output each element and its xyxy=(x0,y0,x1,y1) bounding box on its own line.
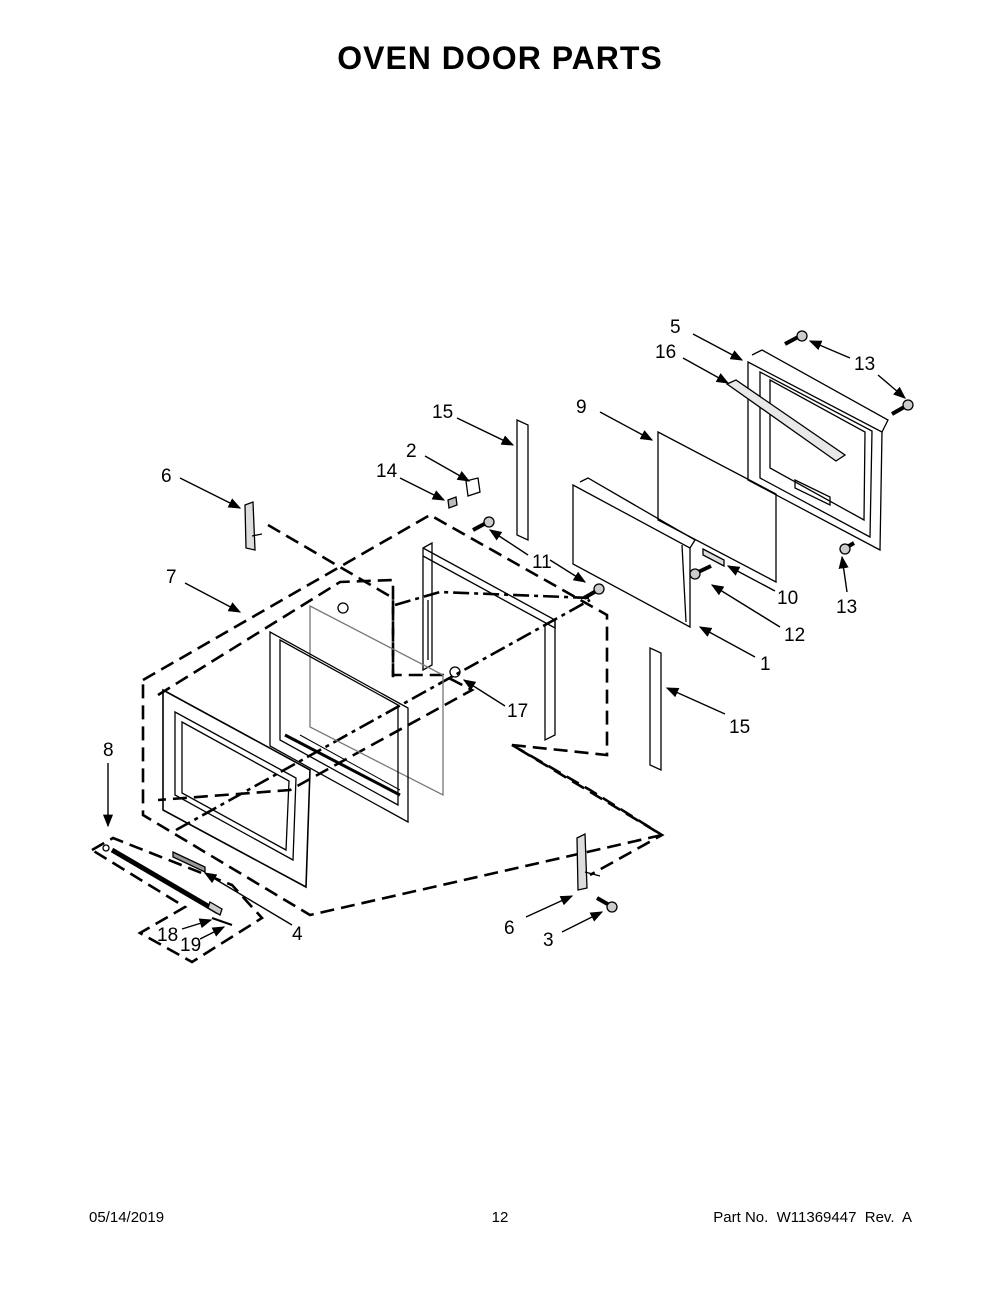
callout-15b: 15 xyxy=(729,717,750,738)
parts xyxy=(102,330,914,926)
door-badge xyxy=(172,850,206,874)
footer-date: 05/14/2019 xyxy=(89,1209,165,1226)
callout-2: 2 xyxy=(406,441,417,462)
screw-icon xyxy=(472,516,605,600)
middle-glass xyxy=(309,604,444,797)
door-handle xyxy=(102,844,233,926)
screw-icon xyxy=(596,896,618,913)
callout-1: 1 xyxy=(760,654,771,675)
footer-page-number: 12 xyxy=(491,1209,509,1226)
outer-door-panel xyxy=(162,688,311,889)
callout-19: 19 xyxy=(180,935,201,956)
hinge-upper xyxy=(244,501,263,551)
callout-10: 10 xyxy=(777,588,798,609)
assembly-dashed-lines xyxy=(91,513,666,964)
page-title: OVEN DOOR PARTS xyxy=(337,40,663,76)
hinge-lower xyxy=(576,832,601,891)
callout-numbers: 5 16 13 9 15 2 14 6 11 7 10 12 13 1 17 1… xyxy=(103,317,875,956)
callout-6: 6 xyxy=(161,466,172,487)
callout-4: 4 xyxy=(292,924,303,945)
small-spacer xyxy=(447,496,458,509)
callout-15: 15 xyxy=(432,402,453,423)
callout-17: 17 xyxy=(507,701,528,722)
callout-14: 14 xyxy=(376,461,398,482)
door-trim-bar xyxy=(725,379,847,462)
glass-panel xyxy=(657,430,777,584)
callout-3: 3 xyxy=(543,930,554,951)
inner-door-panel xyxy=(572,477,696,629)
callout-13b: 13 xyxy=(836,597,857,618)
callout-16: 16 xyxy=(655,342,676,363)
callout-5: 5 xyxy=(670,317,681,338)
callout-8: 8 xyxy=(103,740,114,761)
callout-12: 12 xyxy=(784,625,805,646)
bracket xyxy=(702,547,725,568)
callout-9: 9 xyxy=(576,397,587,418)
vent-strip-upper xyxy=(516,418,529,542)
clip xyxy=(465,477,481,497)
screw-icon xyxy=(689,564,712,580)
screw-icon xyxy=(784,330,914,555)
callout-18: 18 xyxy=(157,925,178,946)
callout-11: 11 xyxy=(532,552,552,573)
grommet xyxy=(337,602,349,614)
grommet xyxy=(449,666,461,678)
callout-7: 7 xyxy=(166,567,177,588)
callout-13: 13 xyxy=(854,354,875,375)
leader-arrows xyxy=(102,333,906,940)
footer-part-number: Part No. W11369447 Rev. A xyxy=(713,1209,912,1226)
callout-6b: 6 xyxy=(504,918,515,939)
door-frame-rails xyxy=(422,541,556,742)
door-liner-frame xyxy=(269,630,409,824)
vent-strip-lower xyxy=(649,646,662,772)
rear-door-frame xyxy=(747,349,889,552)
